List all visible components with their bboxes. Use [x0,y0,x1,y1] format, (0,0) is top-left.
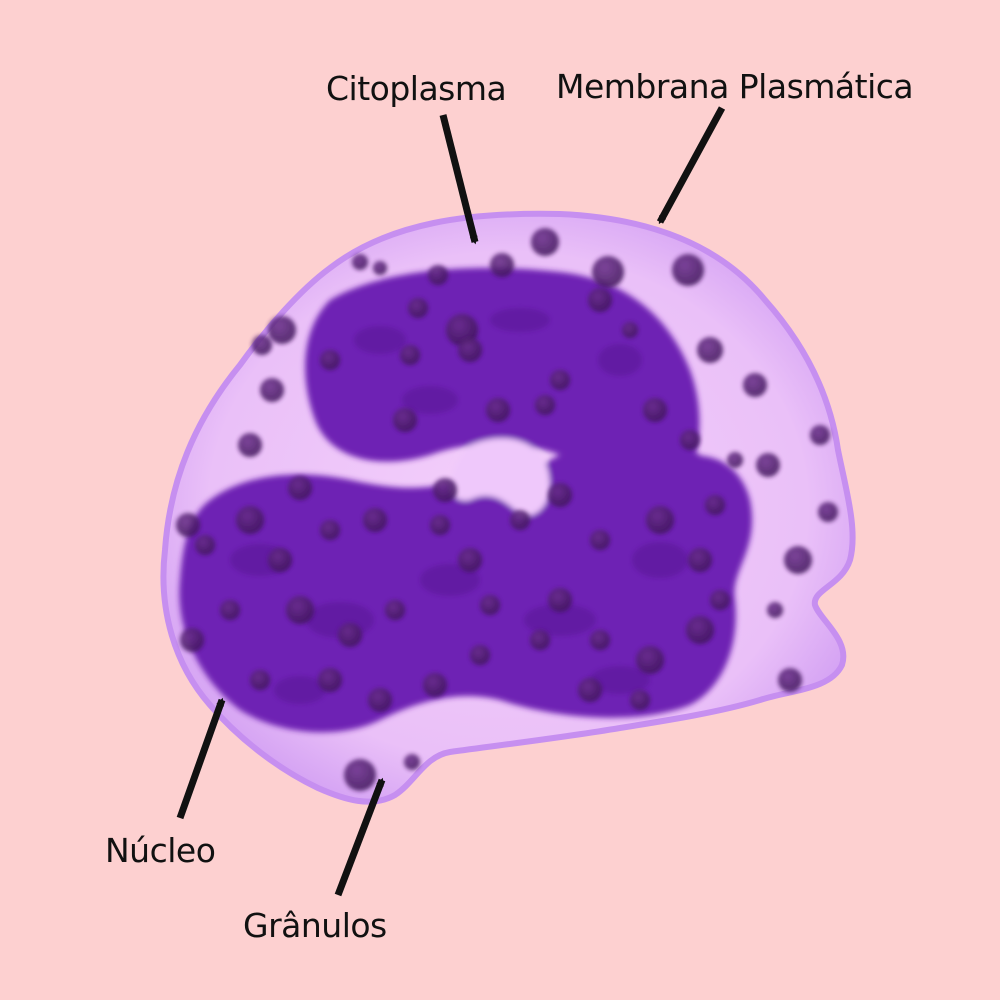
cytoplasm-arrow [439,114,479,245]
granule [643,398,667,422]
granule [680,430,700,450]
granule [727,452,743,468]
granule [530,630,550,650]
granule [338,623,362,647]
granule [480,595,500,615]
membrane-label: Membrana Plasmática [556,67,913,106]
granule [490,253,514,277]
granule [286,596,314,624]
granule [236,506,264,534]
granule [433,478,457,502]
granule [672,254,704,286]
granule [400,345,420,365]
granule [636,646,664,674]
granule [810,425,830,445]
granule [238,433,262,457]
granule [393,408,417,432]
granule [590,530,610,550]
granule [486,398,510,422]
granule [458,548,482,572]
granule [778,668,802,692]
granule [268,316,296,344]
granule [470,645,490,665]
cytoplasm-notch [451,438,550,516]
cytoplasm-label: Citoplasma [326,69,506,108]
nucleus-arrow [176,697,226,820]
granule [646,506,674,534]
granule [743,373,767,397]
granule [363,508,387,532]
granule [373,261,387,275]
granule [428,265,448,285]
granule [368,688,392,712]
granule [423,673,447,697]
granule [352,254,368,270]
granule [590,630,610,650]
granule [320,520,340,540]
granule [592,256,624,288]
granule [630,690,650,710]
nucleus-bridge [519,439,731,532]
granule [404,754,420,770]
granule [408,298,428,318]
granule [710,590,730,610]
granule [784,546,812,574]
granule [385,600,405,620]
granule [320,350,340,370]
granule [458,338,482,362]
granules-label: Grânulos [243,906,387,945]
granule [688,548,712,572]
granule [344,759,376,791]
granule [550,370,570,390]
granule [578,678,602,702]
granule [697,337,723,363]
granule [250,670,270,690]
granule [767,602,783,618]
granule [510,510,530,530]
granule [818,502,838,522]
granule [622,322,638,338]
granule [548,588,572,612]
granule [195,535,215,555]
granule [686,616,714,644]
granule [260,378,284,402]
granule [288,476,312,500]
granule [705,495,725,515]
granule [531,228,559,256]
granule [252,335,272,355]
granule [430,515,450,535]
granule [588,288,612,312]
nucleus-label: Núcleo [105,831,215,870]
membrane-arrow [656,106,726,225]
granule [268,548,292,572]
granule [535,395,555,415]
granules-arrow [334,777,386,897]
granule [756,453,780,477]
granule [318,668,342,692]
granule [180,628,204,652]
granule [176,513,200,537]
granule [220,600,240,620]
granules [176,228,838,791]
granule [548,483,572,507]
